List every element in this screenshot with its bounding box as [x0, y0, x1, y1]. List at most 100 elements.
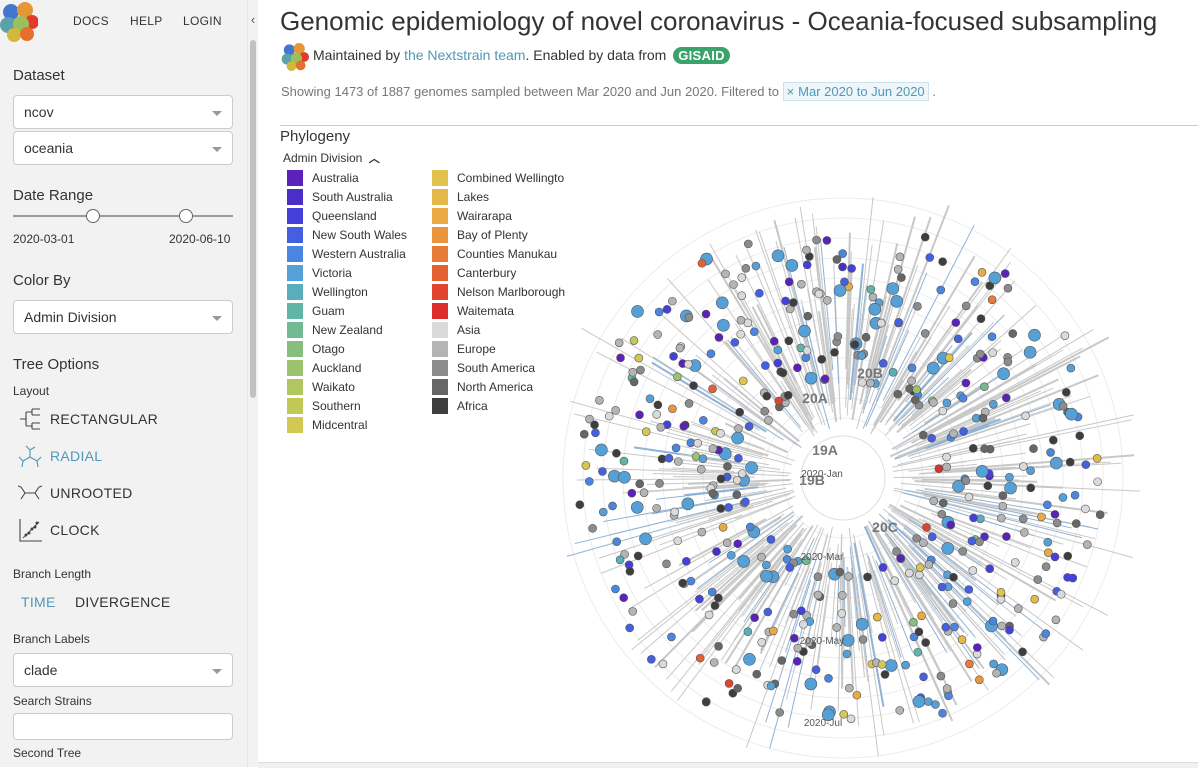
branch-labels-select[interactable]: clade	[13, 653, 233, 687]
tree-tip	[697, 527, 707, 537]
clade-label: 19B	[799, 472, 825, 488]
tree-tip	[967, 536, 977, 546]
tree-tip	[771, 249, 785, 263]
dataset-select-primary[interactable]: ncov	[13, 95, 233, 129]
tree-tip	[1018, 514, 1028, 524]
tree-branch	[893, 489, 1096, 540]
tree-branch	[698, 370, 793, 442]
legend-swatch	[287, 170, 303, 186]
search-strains-input[interactable]	[13, 713, 233, 740]
tree-tip	[884, 659, 898, 672]
tree-branch	[867, 561, 891, 637]
slider-handle-start[interactable]	[86, 209, 100, 223]
legend-swatch	[432, 208, 448, 224]
legend-label: Auckland	[312, 361, 362, 375]
tree-tip	[585, 414, 594, 424]
tree-tip	[959, 427, 968, 436]
date-filter-badge[interactable]: ×Mar 2020 to Jun 2020	[782, 82, 929, 101]
tree-tip	[830, 348, 839, 357]
tree-tip	[604, 411, 614, 421]
tree-tip	[835, 567, 845, 577]
date-range-slider[interactable]	[13, 209, 233, 223]
tree-tip	[732, 665, 741, 674]
tree-tip	[629, 377, 639, 387]
nextstrain-team-link[interactable]: the Nextstrain team	[404, 47, 526, 63]
slider-handle-end[interactable]	[179, 209, 193, 223]
legend-swatch	[432, 398, 448, 414]
legend-label: Africa	[457, 399, 488, 413]
tree-branch	[909, 423, 1031, 460]
tree-branch	[759, 572, 800, 655]
tree-tip	[890, 295, 904, 308]
tree-branch	[930, 501, 1133, 558]
close-icon[interactable]: ×	[786, 84, 795, 99]
tree-tip	[1030, 594, 1039, 604]
nav-help[interactable]: HELP	[130, 14, 163, 28]
tree-tip	[942, 684, 952, 693]
tree-tip	[718, 522, 728, 532]
branch-length-time-button[interactable]: TIME	[21, 594, 56, 610]
tree-tip	[958, 547, 968, 556]
tree-branch	[846, 304, 855, 416]
sidebar-scrollbar-thumb[interactable]	[250, 40, 256, 398]
tree-tip	[890, 576, 899, 586]
tree-branch	[692, 423, 795, 462]
layout-unrooted-button[interactable]: UNROOTED	[16, 480, 216, 506]
tree-tip	[774, 396, 784, 406]
tree-tip	[934, 464, 944, 473]
legend-swatch	[287, 303, 303, 319]
branch-length-divergence-button[interactable]: DIVERGENCE	[75, 594, 171, 610]
tree-tip	[802, 346, 812, 355]
tree-branch	[751, 306, 814, 421]
tree-tip	[941, 622, 951, 632]
dataset-select-secondary[interactable]: oceania	[13, 131, 233, 165]
nextstrain-logo-icon[interactable]	[0, 2, 38, 42]
sidebar-scrollbar[interactable]	[247, 0, 258, 767]
tree-branch	[862, 335, 888, 414]
layout-radial-button[interactable]: RADIAL	[16, 443, 216, 469]
tree-branch	[727, 339, 802, 428]
tree-tip	[737, 555, 750, 568]
tree-tip	[755, 288, 764, 298]
nav-login[interactable]: LOGIN	[183, 14, 222, 28]
tree-tip	[812, 235, 821, 245]
collapse-sidebar-chevron-icon[interactable]: ‹	[250, 12, 256, 27]
tree-branch	[897, 417, 996, 458]
color-by-select[interactable]: Admin Division	[13, 300, 233, 334]
gisaid-logo[interactable]: GISAID	[673, 47, 730, 64]
tree-tip	[915, 570, 924, 580]
tree-branch	[581, 327, 760, 431]
layout-clock-button[interactable]: CLOCK	[16, 517, 216, 543]
tree-branch	[911, 331, 1069, 434]
tree-branch	[871, 379, 904, 432]
tree-tip	[852, 690, 862, 700]
tree-branch	[908, 380, 967, 427]
tree-branch	[848, 527, 869, 682]
tree-branch	[731, 336, 778, 395]
legend-swatch	[432, 360, 448, 376]
tree-tip	[857, 351, 866, 360]
tree-tip	[689, 381, 698, 390]
tree-tip	[733, 539, 743, 549]
tree-tip	[749, 327, 759, 337]
tree-branch	[698, 535, 798, 661]
nav-docs[interactable]: DOCS	[73, 14, 109, 28]
tree-tip	[813, 572, 823, 582]
tree-tip	[783, 544, 792, 554]
tree-tip	[905, 384, 914, 393]
tree-tip	[628, 607, 638, 616]
tree-branch	[851, 244, 873, 410]
tree-tip	[741, 263, 751, 273]
legend-label: Western Australia	[312, 247, 406, 261]
tree-tip	[716, 504, 726, 513]
horizontal-scrollbar[interactable]	[258, 762, 1198, 768]
tree-tip	[669, 352, 678, 361]
tree-tip	[1014, 604, 1023, 613]
phylogeny-radial-tree[interactable]: 20A20B19A19B20C2020-Jan2020-Mar2020-May2…	[560, 160, 1198, 767]
tree-tip	[696, 465, 706, 474]
tree-tip	[942, 462, 951, 472]
tree-tip	[922, 523, 931, 532]
layout-rectangular-button[interactable]: RECTANGULAR	[16, 406, 216, 432]
legend-swatch	[432, 322, 448, 338]
legend-toggle[interactable]: Admin Division ︿	[283, 150, 380, 166]
